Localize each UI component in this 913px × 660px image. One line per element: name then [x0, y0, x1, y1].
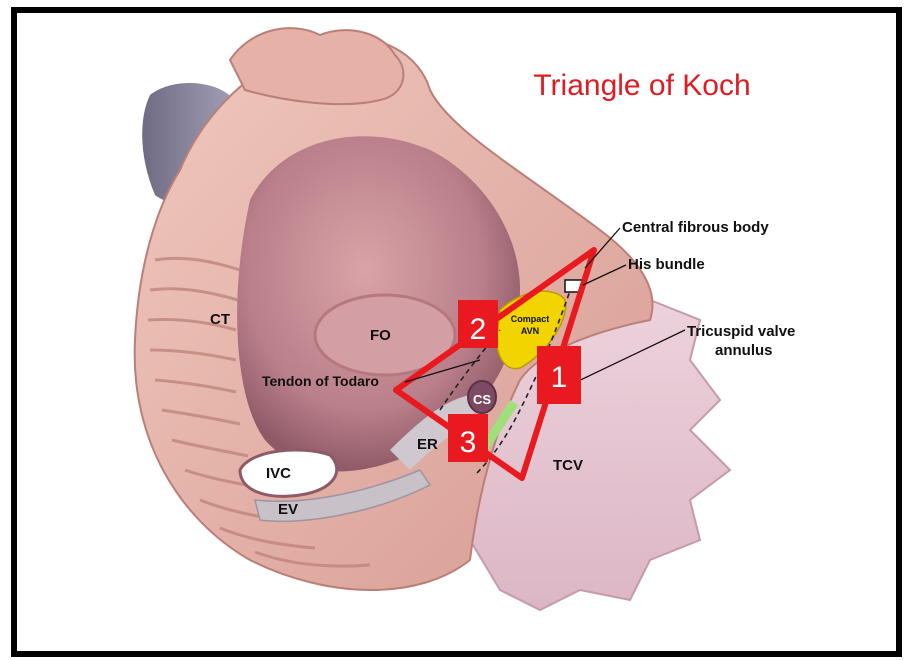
label-tricuspid-valve-line2: annulus	[715, 342, 773, 359]
marker-1: 1	[537, 346, 581, 404]
label-ev: EV	[278, 501, 298, 518]
label-compact-avn-line1: Compact	[511, 314, 550, 324]
label-tricuspid-valve-line1: Tricuspid valve	[687, 323, 795, 340]
label-fo: FO	[370, 327, 391, 344]
label-ct: CT	[210, 311, 230, 328]
label-ivc: IVC	[266, 465, 291, 482]
label-er: ER	[417, 436, 438, 453]
label-tendon-of-todaro: Tendon of Todaro	[262, 373, 379, 389]
marker-2-label: 2	[470, 313, 487, 346]
marker-2: 2	[458, 300, 498, 348]
marker-1-label: 1	[551, 361, 568, 394]
figure-title: Triangle of Koch	[533, 69, 750, 102]
label-compact-avn-line2: AVN	[521, 326, 539, 336]
label-central-fibrous-body: Central fibrous body	[622, 219, 769, 236]
marker-3-label: 3	[460, 426, 477, 459]
atrial-appendage-shape	[230, 28, 403, 104]
marker-3: 3	[448, 414, 488, 462]
label-tcv: TCV	[553, 457, 583, 474]
label-his-bundle: His bundle	[628, 256, 705, 273]
label-cs: CS	[473, 392, 491, 407]
